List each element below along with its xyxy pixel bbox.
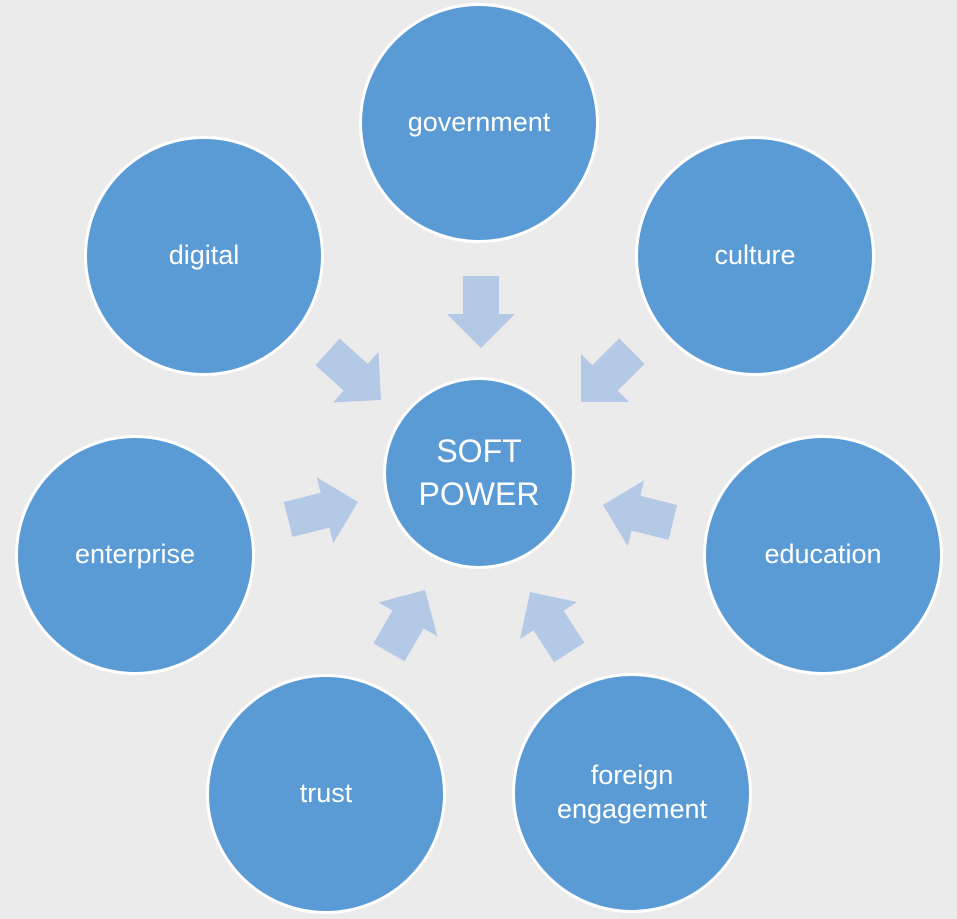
node-education: education xyxy=(703,435,943,675)
node-foreign-engagement: foreign engagement xyxy=(512,673,752,913)
node-label: foreign engagement xyxy=(556,760,708,824)
node-label: culture xyxy=(714,240,796,271)
arrow-foreign-engagement-to-center xyxy=(520,592,585,663)
node-culture: culture xyxy=(635,136,875,376)
arrow-education-to-center xyxy=(603,480,678,547)
arrow-culture-to-center xyxy=(581,338,645,402)
node-label: digital xyxy=(168,240,240,271)
node-label: trust xyxy=(299,778,353,809)
node-government: government xyxy=(359,3,599,243)
arrow-enterprise-to-center xyxy=(283,477,358,544)
arrow-government-to-center xyxy=(447,276,515,348)
center-label: SOFT POWER xyxy=(418,432,540,512)
arrow-digital-to-center xyxy=(315,338,381,403)
node-trust: trust xyxy=(206,674,446,914)
node-enterprise: enterprise xyxy=(15,435,255,675)
node-digital: digital xyxy=(84,136,324,376)
node-label: enterprise xyxy=(74,539,196,570)
node-label: government xyxy=(407,107,551,138)
node-soft-power: SOFT POWER xyxy=(383,377,575,569)
node-label: education xyxy=(764,539,882,570)
arrow-trust-to-center xyxy=(373,590,438,662)
